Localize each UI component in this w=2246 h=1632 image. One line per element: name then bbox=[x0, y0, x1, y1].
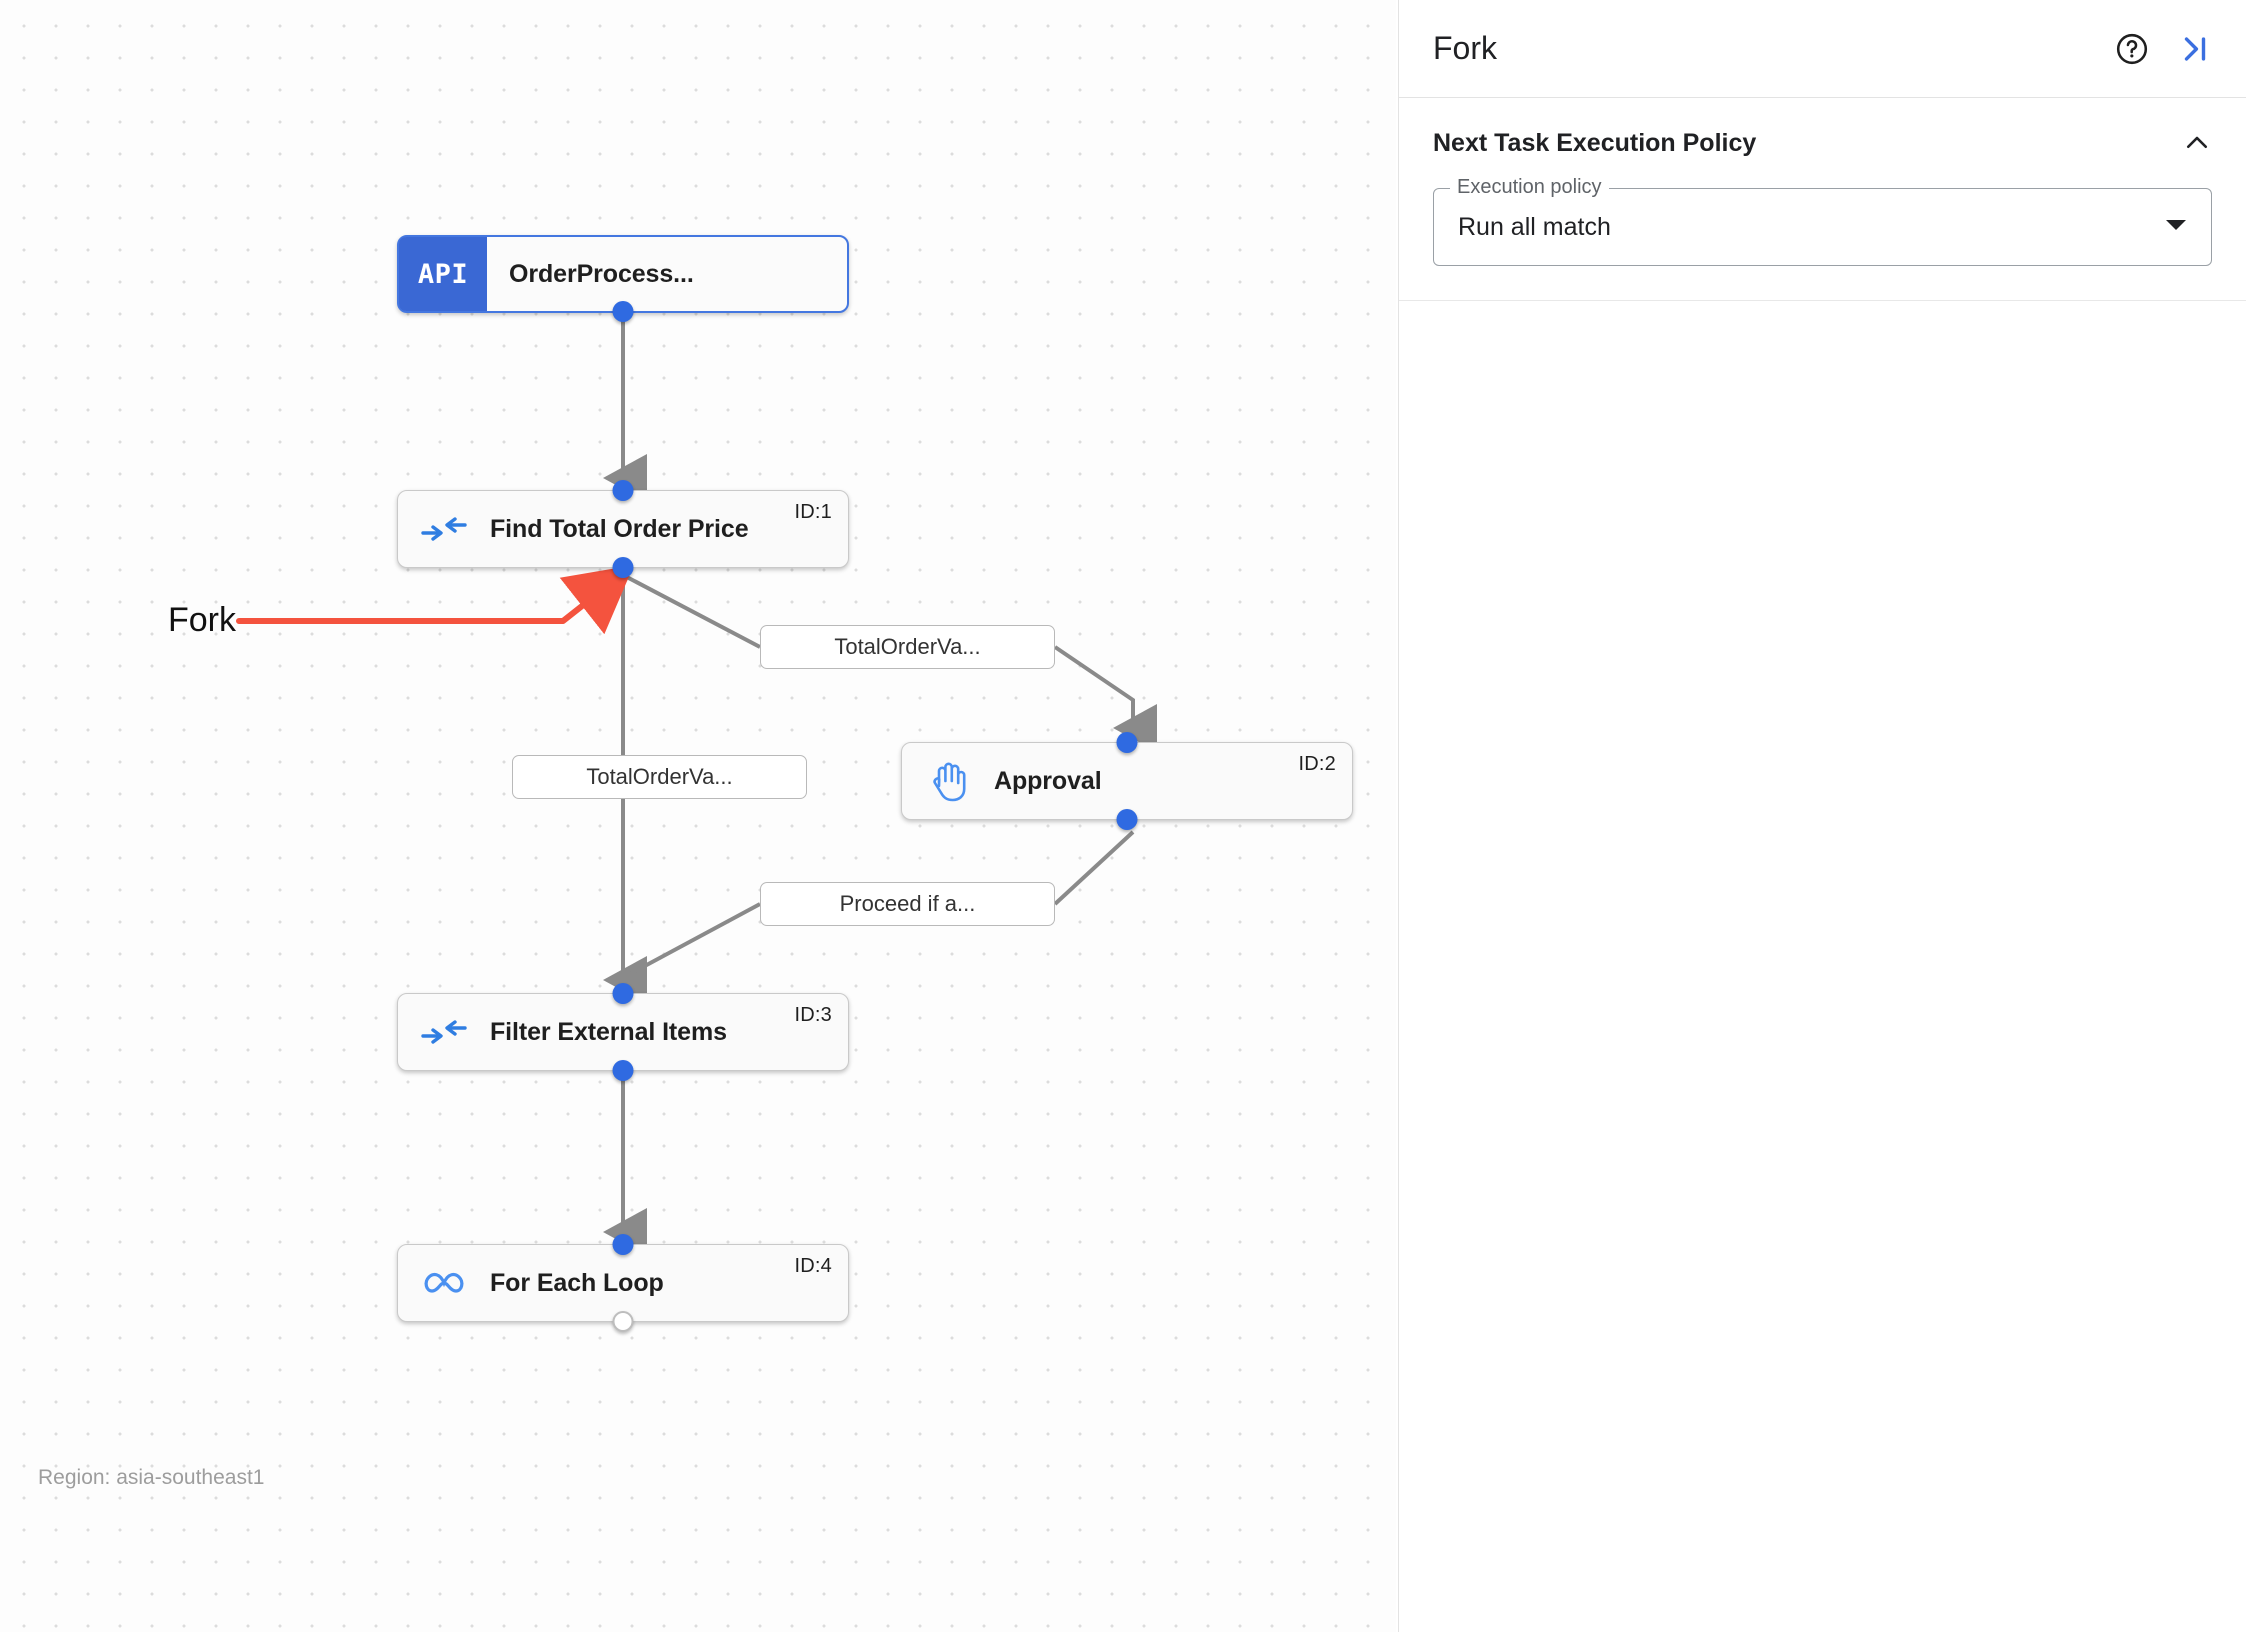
edge-label-fork-to-approval[interactable]: TotalOrderVa... bbox=[760, 625, 1055, 669]
chevron-up-icon[interactable] bbox=[2182, 128, 2212, 158]
region-label: Region: asia-southeast1 bbox=[38, 1466, 265, 1489]
workflow-node-for-each-loop[interactable]: For Each Loop ID:4 bbox=[397, 1234, 849, 1332]
node-input-connector[interactable] bbox=[612, 983, 634, 1004]
help-circle-icon[interactable] bbox=[2114, 31, 2150, 67]
node-id-badge: ID:1 bbox=[794, 501, 832, 523]
section-header[interactable]: Next Task Execution Policy bbox=[1433, 128, 2212, 158]
node-label: OrderProcess... bbox=[509, 259, 694, 288]
panel-title: Fork bbox=[1433, 30, 1497, 66]
execution-policy-label: Execution policy bbox=[1450, 176, 1609, 199]
node-label: Filter External Items bbox=[490, 1017, 727, 1046]
node-output-connector[interactable] bbox=[612, 557, 634, 578]
edge-layer bbox=[236, 320, 1157, 1256]
panel-header: Fork bbox=[1399, 0, 2246, 98]
api-icon: API bbox=[399, 237, 487, 311]
node-label: Approval bbox=[994, 766, 1102, 795]
node-output-connector[interactable] bbox=[612, 301, 634, 322]
node-output-connector[interactable] bbox=[612, 1311, 634, 1332]
dropdown-arrow-icon[interactable] bbox=[2165, 218, 2187, 237]
panel-header-actions bbox=[2114, 31, 2212, 67]
api-badge-text: API bbox=[417, 258, 469, 290]
execution-policy-value: Run all match bbox=[1458, 212, 1611, 241]
hand-icon bbox=[902, 743, 994, 819]
merge-arrows-icon bbox=[398, 994, 490, 1070]
edge-label-fork-to-filter[interactable]: TotalOrderVa... bbox=[512, 755, 807, 799]
node-id-badge: ID:3 bbox=[794, 1004, 832, 1026]
node-label: Find Total Order Price bbox=[490, 514, 749, 543]
collapse-panel-icon[interactable] bbox=[2178, 32, 2212, 66]
workflow-canvas[interactable]: Fork API OrderProcess... Find Total Orde… bbox=[0, 0, 1396, 1632]
node-input-connector[interactable] bbox=[612, 1234, 634, 1255]
merge-arrows-icon bbox=[398, 491, 490, 567]
node-input-connector[interactable] bbox=[612, 480, 634, 501]
node-output-connector[interactable] bbox=[612, 1060, 634, 1081]
workflow-node-orderprocess[interactable]: API OrderProcess... bbox=[397, 235, 849, 322]
node-input-connector[interactable] bbox=[1116, 732, 1138, 753]
workflow-node-approval[interactable]: Approval ID:2 bbox=[901, 732, 1353, 830]
workflow-node-filter-external-items[interactable]: Filter External Items ID:3 bbox=[397, 983, 849, 1081]
node-label: For Each Loop bbox=[490, 1268, 664, 1297]
infinity-icon bbox=[398, 1245, 490, 1321]
workflow-node-find-total-order-price[interactable]: Find Total Order Price ID:1 bbox=[397, 480, 849, 578]
node-id-badge: ID:2 bbox=[1298, 753, 1336, 775]
node-id-badge: ID:4 bbox=[794, 1255, 832, 1277]
fork-annotation-label: Fork bbox=[168, 601, 236, 639]
node-output-connector[interactable] bbox=[1116, 809, 1138, 830]
section-title: Next Task Execution Policy bbox=[1433, 128, 1757, 157]
execution-policy-select[interactable]: Execution policy Run all match bbox=[1433, 176, 2212, 266]
edge-label-approval-to-filter[interactable]: Proceed if a... bbox=[760, 882, 1055, 926]
next-task-execution-policy-section: Next Task Execution Policy Execution pol… bbox=[1399, 98, 2246, 301]
details-panel: Fork Next Task Execution Policy bbox=[1398, 0, 2246, 1632]
